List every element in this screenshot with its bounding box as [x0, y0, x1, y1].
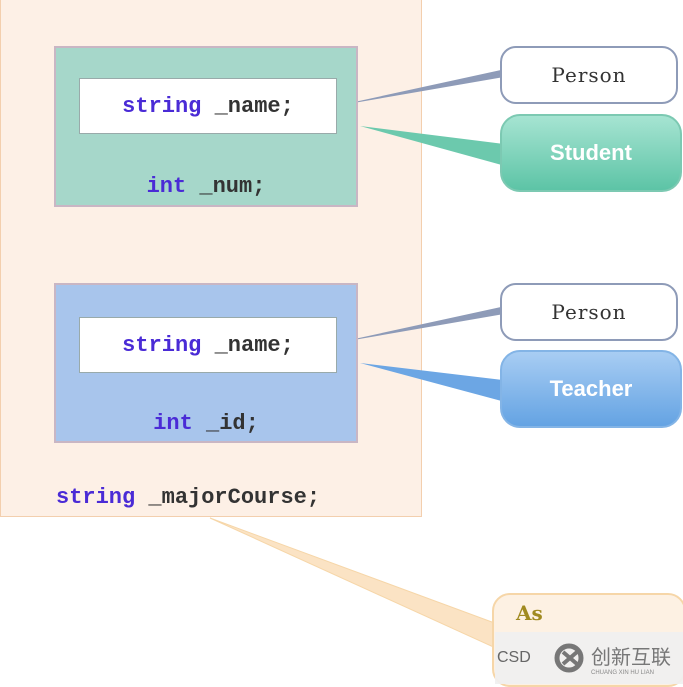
watermark-sub: CHUANG XIN HU LIAN: [591, 669, 655, 676]
brand-logo-icon: [554, 643, 584, 673]
type-keyword: string: [122, 332, 202, 358]
person-pointer-1: [336, 68, 510, 106]
type-keyword: string: [56, 485, 136, 510]
student-callout: Student: [500, 114, 682, 192]
student-object-box: string _name; int _num;: [54, 46, 358, 207]
type-keyword: int: [146, 174, 187, 199]
field-name: _majorCourse;: [148, 485, 321, 510]
watermark-text: 创新互联 CHUANG XIN HU LIAN: [591, 641, 671, 676]
inherited-name-field: string _name;: [79, 317, 337, 373]
student-pointer: [360, 126, 520, 170]
field-name: _id;: [206, 411, 259, 436]
major-course-field: string _majorCourse;: [56, 485, 320, 510]
field-name: _name;: [214, 93, 294, 119]
person-callout-2: Person: [500, 283, 678, 341]
type-keyword: int: [153, 411, 193, 436]
num-field: int _num;: [56, 174, 356, 199]
watermark: CSD 创新互联 CHUANG XIN HU LIAN: [495, 632, 683, 684]
field-name: _name;: [214, 332, 294, 358]
field-name: _num;: [199, 174, 266, 199]
teacher-object-box: string _name; int _id;: [54, 283, 358, 443]
watermark-prefix: CSD: [497, 649, 531, 666]
watermark-brand: 创新互联: [591, 646, 671, 669]
teacher-callout: Teacher: [500, 350, 682, 428]
type-keyword: string: [122, 93, 202, 119]
person-callout-1: Person: [500, 46, 678, 104]
assistant-callout-label: As: [516, 601, 543, 625]
assistant-pointer: [209, 517, 501, 651]
person-pointer-2: [336, 305, 510, 343]
teacher-pointer: [360, 363, 520, 406]
id-field: int _id;: [56, 411, 356, 436]
inherited-name-field: string _name;: [79, 78, 337, 134]
